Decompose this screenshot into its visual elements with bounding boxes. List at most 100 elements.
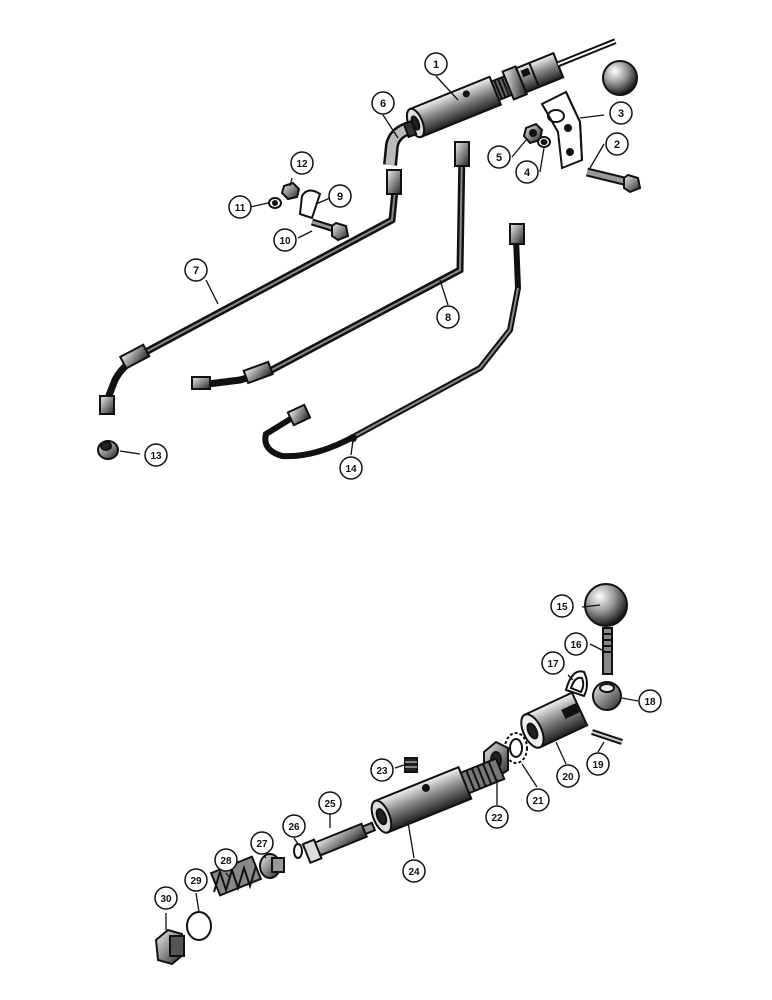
callout-circle	[290, 151, 314, 175]
callout-circle	[424, 52, 448, 76]
valve-assembly	[97, 38, 642, 460]
callout-circle	[214, 848, 238, 872]
callout-number: 17	[547, 659, 559, 670]
callout-circle	[370, 758, 394, 782]
callout-11: 11	[228, 195, 252, 219]
callout-number: 26	[288, 822, 300, 833]
callout-number: 5	[496, 152, 502, 164]
callout-19: 19	[586, 752, 610, 776]
callout-29: 29	[184, 868, 208, 892]
washer-29	[186, 911, 212, 941]
callout-circle	[487, 145, 511, 169]
callout-number: 21	[532, 796, 544, 807]
callout-number: 15	[556, 602, 568, 613]
callout-circle	[605, 132, 629, 156]
body-24	[370, 757, 506, 834]
callout-number: 28	[220, 856, 232, 867]
hose-8	[191, 141, 470, 390]
cap-18	[592, 681, 622, 711]
callout-18: 18	[638, 689, 662, 713]
callout-labels: 1234567891011121314151617181920212223242…	[144, 52, 662, 910]
leader-lines	[119, 75, 639, 930]
callout-number: 6	[380, 98, 386, 110]
callout-number: 8	[445, 312, 451, 324]
hose-14	[262, 223, 525, 460]
callout-9: 9	[328, 184, 352, 208]
callout-12: 12	[290, 151, 314, 175]
callout-25: 25	[318, 791, 342, 815]
callout-number: 27	[256, 839, 268, 850]
valve-exploded-view	[154, 583, 628, 966]
clip-9	[298, 189, 322, 220]
callout-number: 24	[408, 867, 420, 878]
callout-number: 30	[160, 894, 172, 905]
callout-8: 8	[436, 305, 460, 329]
oring-26	[293, 843, 303, 859]
lever-knob	[602, 60, 638, 96]
plunger-25	[301, 821, 377, 865]
callout-circle	[184, 258, 208, 282]
callout-circle	[436, 305, 460, 329]
callout-24: 24	[402, 859, 426, 883]
washer-4	[537, 136, 551, 148]
callout-14: 14	[339, 456, 363, 480]
callout-circle	[485, 805, 509, 829]
hose-7	[99, 169, 402, 415]
callout-number: 10	[279, 236, 291, 247]
callout-2: 2	[605, 132, 629, 156]
callout-number: 7	[193, 265, 199, 277]
callout-circle	[556, 764, 580, 788]
callout-circle	[371, 91, 395, 115]
callout-number: 4	[524, 167, 531, 179]
callout-circle	[144, 443, 168, 467]
callout-circle	[273, 228, 297, 252]
callout-4: 4	[515, 160, 539, 184]
callout-circle	[328, 184, 352, 208]
callout-28: 28	[214, 848, 238, 872]
capnut-30	[154, 928, 186, 966]
callout-17: 17	[541, 651, 565, 675]
bolt-10	[310, 218, 350, 242]
knob-15	[584, 583, 628, 627]
callout-circle	[609, 101, 633, 125]
callout-circle	[550, 594, 574, 618]
sleeve-20	[520, 691, 589, 749]
callout-15: 15	[550, 594, 574, 618]
bracket	[540, 90, 584, 170]
callout-circle	[339, 456, 363, 480]
callout-30: 30	[154, 886, 178, 910]
callout-number: 19	[592, 760, 604, 771]
callout-5: 5	[487, 145, 511, 169]
callout-circle	[564, 632, 588, 656]
callout-circle	[282, 814, 306, 838]
callout-22: 22	[485, 805, 509, 829]
callout-circle	[515, 160, 539, 184]
callout-23: 23	[370, 758, 394, 782]
callout-number: 14	[345, 464, 357, 475]
callout-number: 16	[570, 640, 582, 651]
callout-circle	[228, 195, 252, 219]
callout-number: 12	[296, 159, 308, 170]
callout-16: 16	[564, 632, 588, 656]
fitting-13	[97, 440, 119, 460]
callout-number: 29	[190, 876, 202, 887]
callout-number: 2	[614, 139, 620, 151]
lockwasher-21	[504, 732, 528, 764]
callout-circle	[638, 689, 662, 713]
callout-26: 26	[282, 814, 306, 838]
callout-13: 13	[144, 443, 168, 467]
nut-12	[280, 181, 301, 201]
callout-number: 3	[618, 108, 624, 120]
callout-circle	[184, 868, 208, 892]
bolt-2	[585, 167, 642, 194]
callout-21: 21	[526, 788, 550, 812]
callout-number: 20	[562, 772, 574, 783]
callout-circle	[526, 788, 550, 812]
callout-1: 1	[424, 52, 448, 76]
callout-number: 9	[337, 191, 343, 203]
callout-circle	[541, 651, 565, 675]
callout-10: 10	[273, 228, 297, 252]
callout-number: 18	[644, 697, 656, 708]
callout-number: 1	[433, 59, 439, 71]
